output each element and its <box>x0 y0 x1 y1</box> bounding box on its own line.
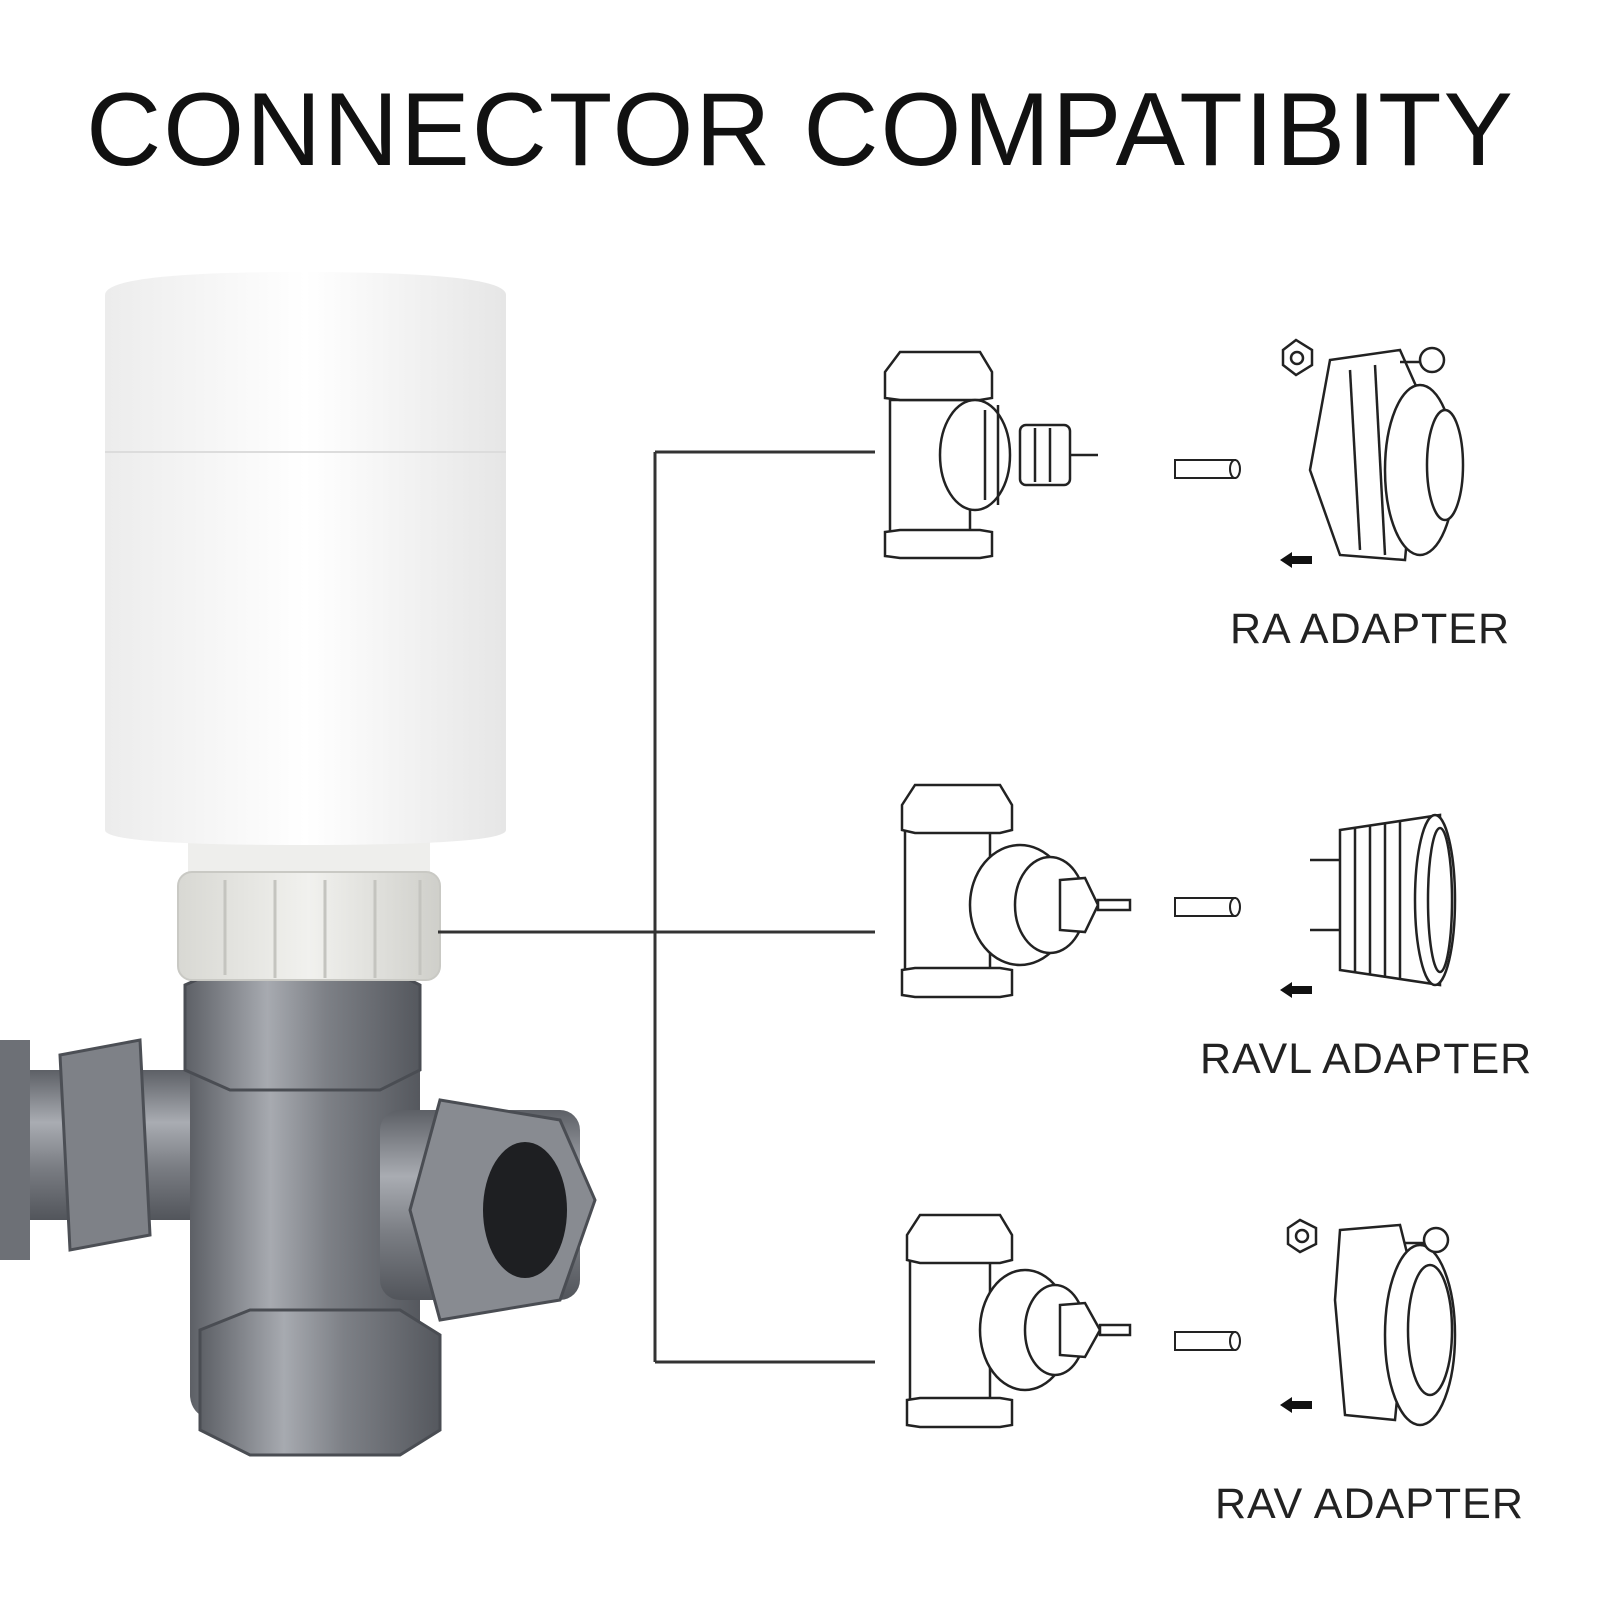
adapter-label-ravl: RAVL ADAPTER <box>1200 1035 1533 1083</box>
arrow-left-icon <box>1280 982 1312 998</box>
arrow-left-icon <box>1280 1397 1312 1413</box>
adapter-label-ra: RA ADAPTER <box>1230 605 1511 653</box>
valve-drawing-ra <box>883 350 1098 560</box>
valve-body <box>0 963 597 1457</box>
adapter-label-rav: RAV ADAPTER <box>1215 1480 1524 1528</box>
pin-ravl <box>1174 897 1241 917</box>
arrow-left-icon <box>1280 552 1312 568</box>
adapter-drawing-ra <box>1281 338 1465 562</box>
pin-ra <box>1174 459 1241 479</box>
actuator-photo <box>0 272 597 1457</box>
valve-drawing-ravl <box>900 783 1132 999</box>
adapter-drawing-rav <box>1286 1218 1457 1427</box>
connector-lines <box>438 450 875 1364</box>
valve-drawing-rav <box>905 1213 1132 1429</box>
actuator-cylinder <box>105 272 506 845</box>
coupling-nut <box>177 838 441 981</box>
pin-rav <box>1174 1331 1241 1351</box>
page-title: CONNECTOR COMPATIBITY <box>86 72 1515 188</box>
adapter-drawing-ravl <box>1310 813 1457 987</box>
